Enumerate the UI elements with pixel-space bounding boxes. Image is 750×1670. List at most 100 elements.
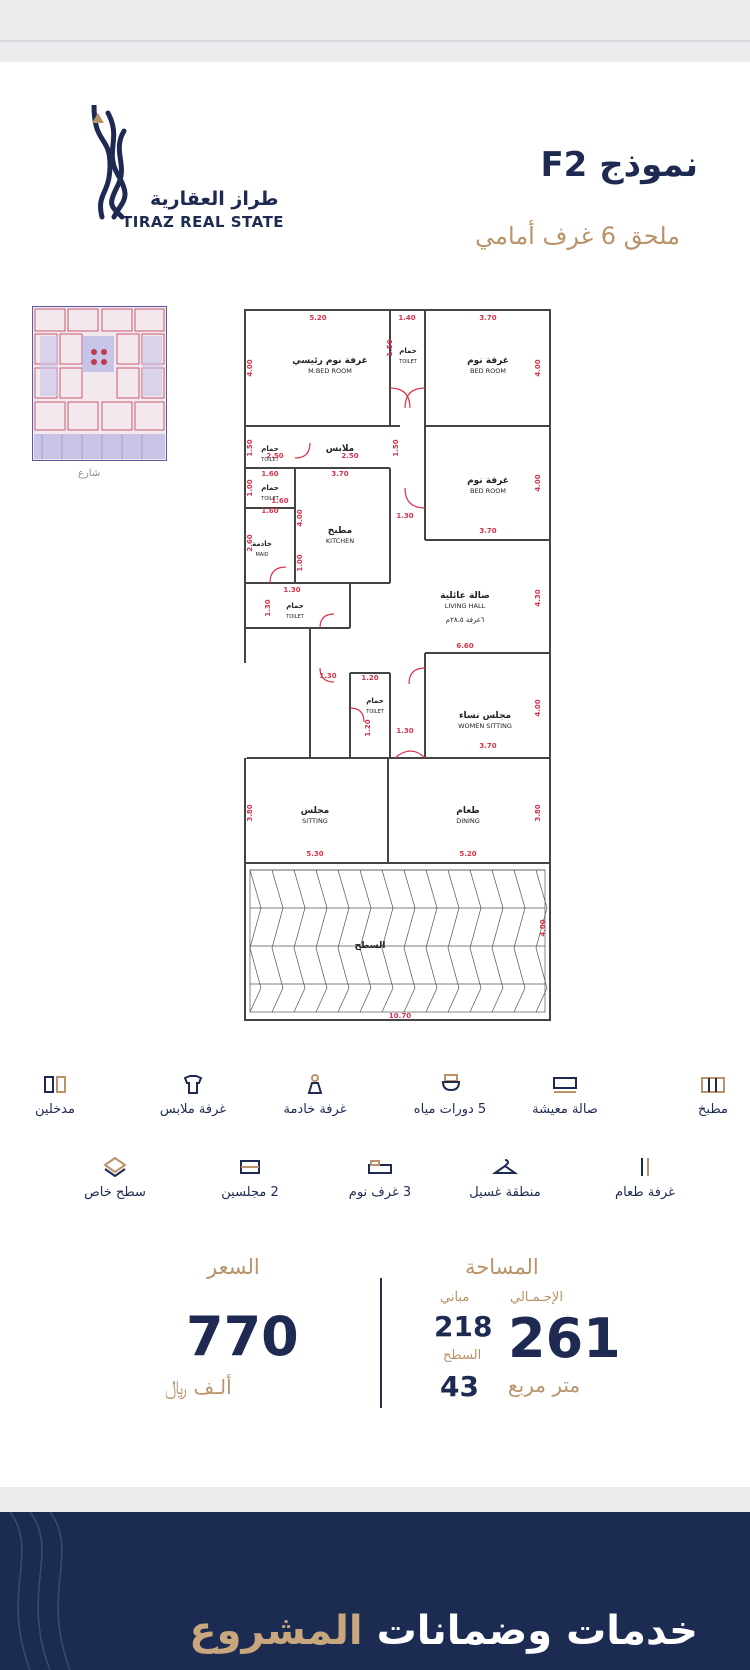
feature-label: صالة معيشة — [532, 1102, 598, 1117]
area-total-value: 261 — [508, 1307, 621, 1370]
feature-item: منطقة غسيل — [430, 1155, 580, 1200]
logo-name-en: TIRAZ REAL STATE — [122, 213, 285, 231]
hanger-icon — [491, 1159, 519, 1174]
dimension-label: 4.30 — [534, 589, 542, 606]
feature-item: 3 غرف نوم — [305, 1155, 455, 1200]
dimension-label: 3.70 — [479, 314, 496, 322]
price-value: 770 — [186, 1305, 299, 1368]
feature-item: غرفة خادمة — [240, 1072, 390, 1117]
dimension-label: 1.60 — [271, 497, 288, 505]
dimension-label: 1.30 — [396, 512, 413, 520]
dimension-label: 2.50 — [266, 452, 283, 460]
dimension-label: 1.50 — [392, 439, 400, 456]
dimension-label: 2.50 — [341, 452, 358, 460]
feature-item: غرفة ملابس — [118, 1072, 268, 1117]
armchair-icon — [240, 1160, 260, 1174]
feature-label: غرفة طعام — [615, 1185, 675, 1200]
dimension-label: 4.00 — [539, 919, 547, 936]
price-unit: ألـف ﷼ — [165, 1375, 232, 1399]
room-label-ar: حمام — [399, 347, 417, 355]
area-heading: المساحة — [465, 1255, 539, 1279]
tiraz-logo-icon — [91, 105, 128, 220]
feature-label: غرفة خادمة — [283, 1102, 347, 1117]
feature-label: 5 دورات مياه — [413, 1102, 487, 1117]
feature-label: مدخلين — [35, 1102, 75, 1117]
dimension-label: 1.30 — [283, 586, 300, 594]
feature-item: 2 مجلسين — [175, 1155, 325, 1200]
dimension-label: 3.70 — [479, 742, 496, 750]
shirt-icon — [183, 1075, 203, 1094]
area-roof-value: 43 — [440, 1370, 479, 1403]
room-label-ar: حمام — [366, 697, 384, 705]
room-label-en: BED ROOM — [470, 487, 506, 495]
street-label: شارع — [78, 468, 101, 479]
dimension-label: 1.50 — [246, 439, 254, 456]
services-title: خدمات وضمانات المشروع — [189, 1608, 698, 1654]
site-map-thumbnail[interactable] — [32, 306, 167, 461]
dimension-label: 4.00 — [296, 509, 304, 526]
area-total-label: الإجـمـالي — [510, 1290, 563, 1305]
room-label-ar: حمام — [261, 484, 279, 492]
dimension-label: 1.20 — [361, 674, 378, 682]
dimension-label: 3.80 — [534, 804, 542, 821]
room-label-en: TOILET — [260, 457, 279, 463]
room-label-ar: حمام — [286, 602, 304, 610]
room-label-en: SITTING — [302, 817, 328, 825]
dimension-label: 3.70 — [331, 470, 348, 478]
area-building-label: مباني — [440, 1290, 470, 1305]
feature-label: غرفة ملابس — [159, 1102, 227, 1117]
dimension-label: 4.00 — [534, 359, 542, 376]
dining-icon — [641, 1158, 649, 1176]
room-label-en: KITCHEN — [326, 537, 354, 545]
maid-icon — [307, 1074, 323, 1094]
room-label-ar: خادمة — [252, 540, 272, 548]
room-label-en: WOMEN SITTING — [458, 722, 512, 730]
feature-label: 3 غرف نوم — [348, 1185, 412, 1200]
room-label-ar: مجلس نساء — [459, 711, 511, 721]
dimension-label: 1.30 — [396, 727, 413, 735]
content-card — [0, 62, 750, 1487]
dimension-label: 1.00 — [296, 554, 304, 571]
services-banner[interactable]: خدمات وضمانات المشروع — [0, 1512, 750, 1670]
dimension-label: 2.60 — [246, 534, 254, 551]
dimension-label: 6.60 — [456, 642, 473, 650]
room-label-en: BED ROOM — [470, 367, 506, 375]
decorative-wave-icon — [9, 1512, 71, 1670]
sofa-icon — [553, 1077, 577, 1093]
room-label-ar: صالة عائلية — [440, 591, 490, 601]
room-label-ar: غرفة نوم — [467, 476, 509, 486]
dimension-label: 5.30 — [306, 850, 323, 858]
area-building-value: 218 — [434, 1310, 493, 1343]
dimension-label: 1.20 — [364, 719, 372, 736]
price-heading: السعر — [207, 1255, 260, 1279]
room-label-ar: غرفة نوم — [467, 356, 509, 366]
feature-item: صالة معيشة — [490, 1072, 640, 1117]
kitchen-icon — [701, 1077, 725, 1093]
dimension-label: 1.60 — [261, 470, 278, 478]
dimension-label: 3.80 — [246, 804, 254, 821]
roof-icon — [103, 1156, 127, 1178]
area-unit: متر مربع — [508, 1373, 581, 1397]
feature-label: مطبخ — [698, 1102, 728, 1117]
area-roof-label: السطح — [443, 1348, 482, 1363]
room-label-ar: ملابس — [326, 444, 355, 454]
dimension-label: 1.30 — [319, 672, 336, 680]
room-label-en: TOILET — [365, 709, 384, 715]
logo-name-ar: طراز العقارية — [150, 188, 279, 210]
dimension-label: 4.00 — [534, 474, 542, 491]
room-label-ar: غرفة نوم رئيسي — [292, 356, 367, 366]
room-label-en: M.BED ROOM — [308, 367, 352, 375]
room-label-en: MAID — [255, 552, 268, 558]
page-title: نموذج F2 — [540, 145, 698, 185]
room-label-ar: حمام — [261, 445, 279, 453]
dimension-label: 3.70 — [479, 527, 496, 535]
room-label-ar: مجلس — [301, 806, 329, 816]
feature-label: منطقة غسيل — [469, 1185, 541, 1200]
room-label-ar: طعام — [456, 806, 480, 816]
room-label-en: LIVING HALL — [445, 602, 486, 610]
doors-icon — [44, 1076, 66, 1093]
stats-divider — [380, 1278, 382, 1408]
dimension-label: 1.50 — [386, 339, 394, 356]
